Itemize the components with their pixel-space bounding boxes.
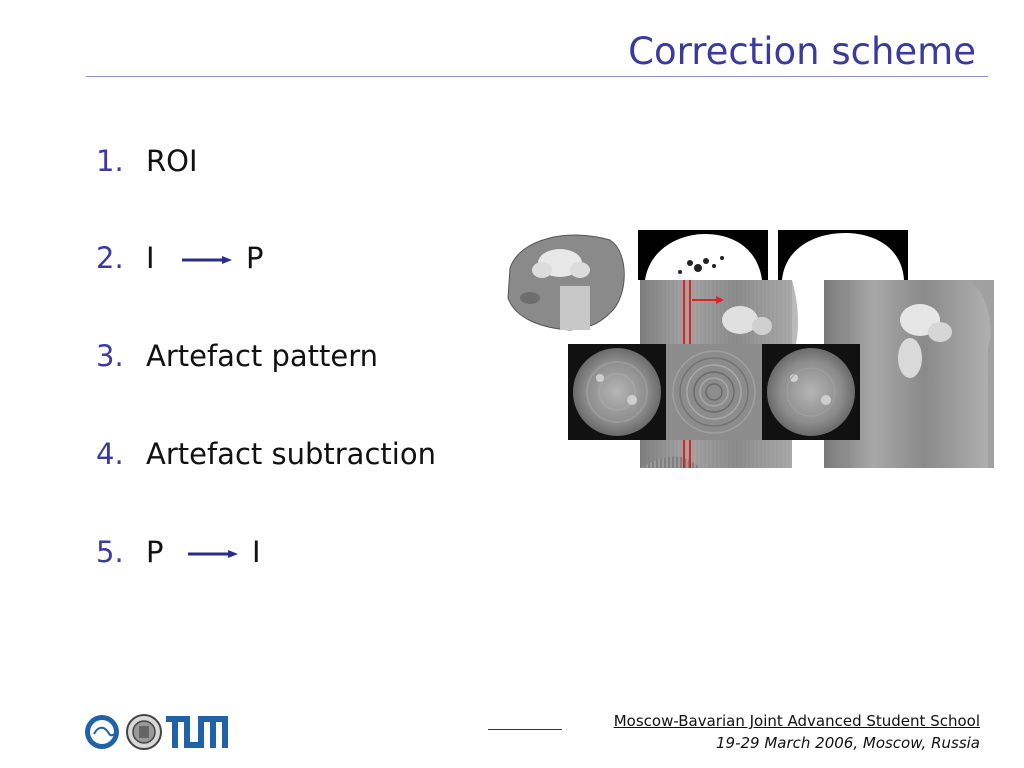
ring-artefact-image (666, 344, 762, 440)
list-item-3: 3. Artefact pattern (96, 339, 456, 379)
university-seal-logo (126, 714, 162, 750)
list-item-1: 1. ROI (96, 144, 296, 184)
list-text: Artefact subtraction (146, 437, 436, 471)
tum-logo (166, 716, 228, 748)
list-text: P (146, 535, 164, 569)
title-divider (86, 76, 988, 77)
list-text: I (146, 241, 155, 275)
footer-divider (488, 729, 562, 730)
list-number: 5. (96, 535, 124, 569)
list-item-2: 2. I P (96, 241, 316, 281)
footer-school-name: Moscow-Bavarian Joint Advanced Student S… (613, 712, 980, 730)
list-text: ROI (146, 144, 198, 178)
thresholded-slice-image (638, 230, 768, 280)
list-arrow-target: P (246, 241, 264, 275)
list-number: 3. (96, 339, 124, 373)
disc-after-image (762, 344, 860, 440)
list-text: Artefact pattern (146, 339, 379, 373)
list-item-4: 4. Artefact subtraction (96, 437, 496, 477)
list-number: 4. (96, 437, 124, 471)
mbjass-logo (85, 715, 119, 749)
footer-logos (84, 712, 230, 752)
correction-figure (500, 228, 994, 468)
list-number: 2. (96, 241, 124, 275)
mask-slice-image (778, 230, 908, 280)
right-arrow-icon (188, 550, 238, 558)
roi-slice-image (507, 234, 625, 331)
footer-dates: 19-29 March 2006, Moscow, Russia (715, 734, 980, 752)
slide-title: Correction scheme (628, 30, 976, 73)
list-arrow-target: I (252, 535, 261, 569)
disc-before-image (568, 344, 666, 440)
list-item-5: 5. P I (96, 535, 316, 575)
list-number: 1. (96, 144, 124, 178)
right-arrow-icon (182, 256, 232, 264)
